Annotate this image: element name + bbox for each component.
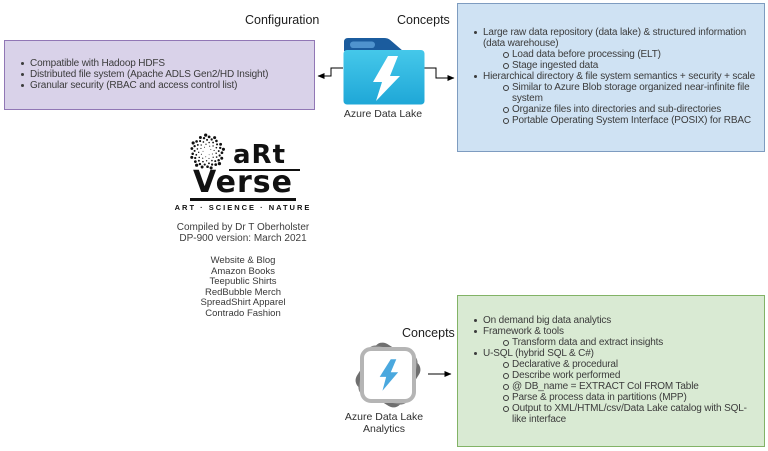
azure-data-lake-analytics-node[interactable] <box>351 339 425 412</box>
bullet-item: On demand big data analytics <box>458 315 760 326</box>
bullet-circle-icon <box>502 337 512 348</box>
link-item[interactable]: Website & Blog <box>210 255 276 266</box>
label-line: Azure Data Lake <box>344 411 424 423</box>
label-concepts-bottom: Concepts <box>402 326 455 340</box>
lightning-bolt-icon <box>373 56 400 101</box>
bullet-disc-icon <box>20 58 30 69</box>
bullet-text: Load data before processing (ELT) <box>512 49 661 60</box>
bullet-circle-icon <box>502 403 512 414</box>
bullet-item: Distributed file system (Apache ADLS Gen… <box>5 69 310 80</box>
bullet-disc-icon <box>473 326 483 337</box>
bullet-item: Declarative & procedural <box>458 359 760 370</box>
connector-lake-to-configuration <box>317 67 343 79</box>
bullet-disc-icon <box>473 315 483 326</box>
bullet-circle-icon <box>502 392 512 403</box>
link-item[interactable]: RedBubble Merch <box>204 286 282 298</box>
bullet-circle-icon <box>502 115 512 126</box>
bullet-item: Parse & process data in partitions (MPP) <box>458 392 760 403</box>
bullet-text: Similar to Azure Blob storage organized … <box>512 82 750 104</box>
bullet-circle-icon <box>502 381 512 392</box>
bullet-item: Compatible with Hadoop HDFS <box>5 58 310 69</box>
bullet-disc-icon <box>473 27 483 38</box>
data-lake-concepts-box[interactable]: Large raw data repository (data lake) & … <box>457 3 765 152</box>
bullet-disc-icon <box>20 80 30 91</box>
bullet-item: Similar to Azure Blob storage organized … <box>458 82 760 104</box>
bullet-item: @ DB_name = EXTRACT Col FROM Table <box>458 381 760 392</box>
label-concepts-top: Concepts <box>397 13 450 27</box>
bullet-disc-icon <box>20 69 30 80</box>
logo-text-art: aRt <box>229 142 300 171</box>
bullet-text: Declarative & procedural <box>512 359 618 370</box>
lightning-bolt-icon <box>379 359 399 391</box>
bullet-circle-icon <box>502 370 512 381</box>
bullet-text: Output to XML/HTML/csv/Data Lake catalog… <box>512 403 747 425</box>
bullet-text: Describe work performed <box>512 370 621 381</box>
bullet-item: Granular security (RBAC and access contr… <box>5 80 310 91</box>
credit-version: DP-900 version: March 2021 <box>179 233 307 244</box>
analytics-front-square-icon <box>360 347 416 403</box>
bullet-item: Portable Operating System Interface (POS… <box>458 115 760 126</box>
logo-row: aRt <box>168 133 318 171</box>
bullet-text: Organize files into directories and sub-… <box>512 104 722 115</box>
bullet-circle-icon <box>502 49 512 60</box>
bullet-text: Compatible with Hadoop HDFS <box>30 58 165 69</box>
bullet-disc-icon <box>473 348 483 359</box>
bullet-circle-icon <box>502 104 512 115</box>
bullet-circle-icon <box>502 82 512 93</box>
bullet-text: Parse & process data in partitions (MPP) <box>512 392 687 403</box>
logo-tagline: ART · SCIENCE · NATURE <box>174 203 312 212</box>
bullet-text: Granular security (RBAC and access contr… <box>30 80 238 91</box>
bullet-text: U-SQL (hybrid SQL & C#) <box>483 348 594 359</box>
link-item[interactable]: Amazon Books <box>211 265 275 277</box>
bullet-item: Stage ingested data <box>458 60 760 71</box>
bullet-text: Framework & tools <box>483 326 564 337</box>
azure-data-lake-label: Azure Data Lake <box>343 108 423 120</box>
bullet-item: Hierarchical directory & file system sem… <box>458 71 760 82</box>
bullet-text: Distributed file system (Apache ADLS Gen… <box>30 69 269 80</box>
connector-lake-to-concepts <box>424 67 455 81</box>
link-item[interactable]: SpreadShirt Apparel <box>200 297 286 308</box>
bullet-item: Describe work performed <box>458 370 760 381</box>
bullet-item: Load data before processing (ELT) <box>458 49 760 60</box>
bullet-item: Large raw data repository (data lake) & … <box>458 27 760 49</box>
logo-credits: Compiled by Dr T Oberholster DP-900 vers… <box>168 222 318 244</box>
label-configuration: Configuration <box>245 13 320 27</box>
logo-text-verse: Verse <box>190 168 296 201</box>
bullet-text: Stage ingested data <box>512 60 599 71</box>
bullet-text: On demand big data analytics <box>483 315 612 326</box>
bullet-circle-icon <box>502 60 512 71</box>
artverse-logo: aRt Verse ART · SCIENCE · NATURE Compile… <box>168 133 318 319</box>
azure-data-lake-node[interactable] <box>343 37 425 105</box>
credit-compiled-by: Compiled by Dr T Oberholster <box>176 222 310 233</box>
bullet-item: Transform data and extract insights <box>458 337 760 348</box>
spiral-dots-icon <box>190 133 225 170</box>
bullet-circle-icon <box>502 359 512 370</box>
azure-data-lake-folder-icon <box>343 38 425 105</box>
bullet-item: Framework & tools <box>458 326 760 337</box>
bullet-item: U-SQL (hybrid SQL & C#) <box>458 348 760 359</box>
bullet-text: Large raw data repository (data lake) & … <box>483 27 747 49</box>
bullet-item: Output to XML/HTML/csv/Data Lake catalog… <box>458 403 760 425</box>
bullet-text: Hierarchical directory & file system sem… <box>483 71 756 82</box>
link-item[interactable]: Contrado Fashion <box>205 307 281 319</box>
bullet-text: @ DB_name = EXTRACT Col FROM Table <box>512 381 699 392</box>
bullet-item: Organize files into directories and sub-… <box>458 104 760 115</box>
link-item[interactable]: Teepublic Shirts <box>209 276 277 287</box>
bullet-text: Transform data and extract insights <box>512 337 664 348</box>
data-lake-concepts-list: Large raw data repository (data lake) & … <box>458 27 764 126</box>
azure-data-lake-analytics-label: Azure Data Lake Analytics <box>334 411 434 435</box>
bullet-disc-icon <box>473 71 483 82</box>
label-line: Analytics <box>362 422 405 435</box>
bullet-text: Portable Operating System Interface (POS… <box>512 115 751 126</box>
